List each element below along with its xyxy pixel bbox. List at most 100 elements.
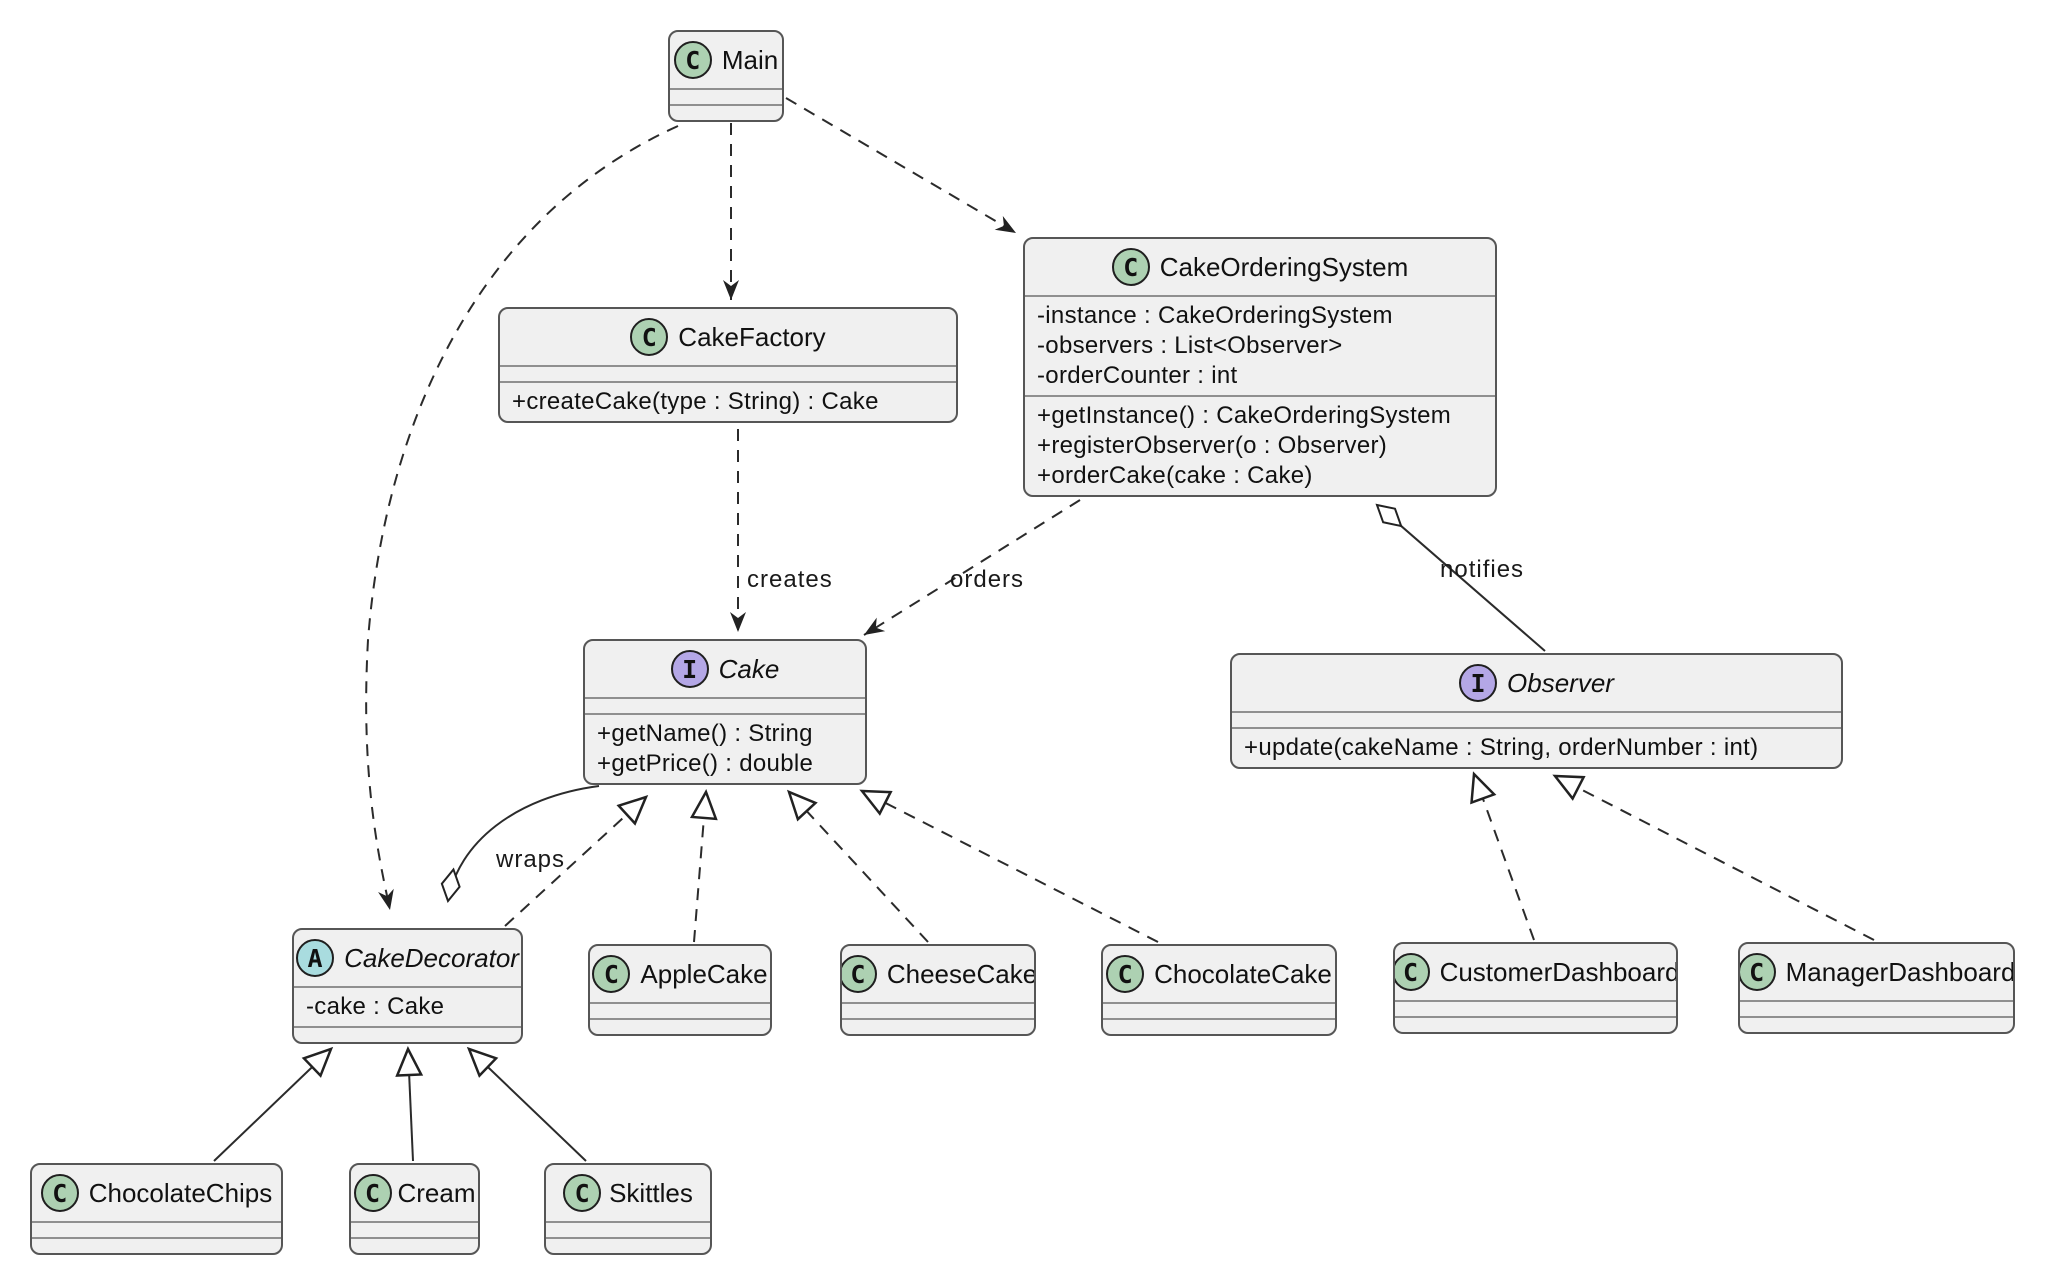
edge-chocolatecake-to-cake-realization: [859, 789, 1159, 943]
class-badge-icon: C: [40, 1174, 79, 1212]
class-name: CakeOrderingSystem: [1159, 251, 1409, 282]
class-cakeorderingsystem-methods: +getInstance() : CakeOrderingSystem +reg…: [1025, 395, 1495, 495]
interface-observer: I Observer +update(cakeName : String, or…: [1230, 653, 1843, 769]
class-name: ManagerDashboard: [1785, 956, 2015, 987]
class-applecake: C AppleCake: [588, 944, 772, 1036]
method: +getPrice() : double: [597, 750, 814, 777]
class-chocolatechips: C ChocolateChips: [30, 1163, 283, 1255]
edge-label-wraps: wraps: [496, 846, 566, 873]
edge-label-creates: creates: [747, 566, 833, 593]
class-chocolatechips-attributes: [32, 1221, 281, 1237]
edge-cakedecorator-cake-wraps-aggregation: [448, 785, 600, 901]
interface-cake-header: I Cake: [585, 641, 865, 697]
attribute: -cake : Cake: [306, 993, 445, 1020]
class-managerdashboard: C ManagerDashboard: [1738, 942, 2015, 1034]
abstract-cakedecorator-header: A CakeDecorator: [294, 930, 521, 986]
class-main: C Main: [668, 30, 784, 122]
class-cheesecake-attributes: [842, 1002, 1034, 1018]
class-applecake-methods: [590, 1018, 770, 1034]
class-applecake-attributes: [590, 1002, 770, 1018]
abstract-badge-icon: A: [296, 939, 335, 977]
class-customerdashboard-attributes: [1395, 1000, 1676, 1016]
class-name: Main: [721, 44, 779, 75]
class-name: CakeDecorator: [344, 942, 519, 973]
interface-cake: I Cake +getName() : String +getPrice() :…: [583, 639, 867, 785]
attribute: -instance : CakeOrderingSystem: [1037, 302, 1393, 329]
edge-cakeorderingsystem-observer-notifies-aggregation: [1377, 505, 1546, 652]
class-chocolatecake-header: C ChocolateCake: [1103, 946, 1335, 1002]
class-cakeorderingsystem: C CakeOrderingSystem -instance : CakeOrd…: [1023, 237, 1497, 497]
edge-applecake-to-cake-realization: [689, 789, 718, 943]
abstract-cakedecorator-methods: [294, 1026, 521, 1042]
class-badge-icon: C: [842, 955, 877, 993]
class-name: ChocolateCake: [1154, 958, 1332, 989]
edge-chocolatechips-to-cakedecorator-extension: [213, 1046, 334, 1162]
class-cheesecake: C CheeseCake: [840, 944, 1036, 1036]
edge-customerdashboard-to-observer-realization: [1470, 771, 1535, 941]
edge-main-to-cakedecorator-dependency: [365, 125, 679, 911]
method: +orderCake(cake : Cake): [1037, 462, 1313, 489]
class-skittles: C Skittles: [544, 1163, 712, 1255]
class-cakefactory-attributes: [500, 365, 956, 381]
interface-observer-header: I Observer: [1232, 655, 1841, 711]
class-badge-icon: C: [1395, 953, 1430, 991]
class-badge-icon: C: [563, 1174, 602, 1212]
edge-cakedecorator-to-cake-realization: [504, 794, 649, 927]
edge-label-notifies: notifies: [1440, 556, 1525, 583]
class-badge-icon: C: [630, 318, 669, 356]
class-cheesecake-header: C CheeseCake: [842, 946, 1034, 1002]
class-chocolatechips-methods: [32, 1237, 281, 1253]
class-skittles-attributes: [546, 1221, 710, 1237]
class-chocolatechips-header: C ChocolateChips: [32, 1165, 281, 1221]
class-managerdashboard-methods: [1740, 1016, 2013, 1032]
edge-managerdashboard-to-observer-realization: [1552, 774, 1875, 941]
class-cakefactory: C CakeFactory +createCake(type : String)…: [498, 307, 958, 423]
interface-badge-icon: I: [670, 650, 709, 688]
class-cream-attributes: [351, 1221, 478, 1237]
class-managerdashboard-header: C ManagerDashboard: [1740, 944, 2013, 1000]
class-customerdashboard: C CustomerDashboard: [1393, 942, 1678, 1034]
class-name: AppleCake: [640, 958, 768, 989]
edge-cream-to-cakedecorator-extension: [395, 1046, 424, 1162]
abstract-cakedecorator-attributes: -cake : Cake: [294, 986, 521, 1026]
class-badge-icon: C: [673, 41, 712, 79]
class-cheesecake-methods: [842, 1018, 1034, 1034]
class-badge-icon: C: [353, 1174, 392, 1212]
class-name: Cake: [718, 653, 780, 684]
class-customerdashboard-header: C CustomerDashboard: [1395, 944, 1676, 1000]
class-cream-methods: [351, 1237, 478, 1253]
class-badge-icon: C: [1740, 953, 1776, 991]
interface-cake-attributes: [585, 697, 865, 713]
interface-badge-icon: I: [1459, 664, 1498, 702]
class-cakeorderingsystem-header: C CakeOrderingSystem: [1025, 239, 1495, 295]
class-applecake-header: C AppleCake: [590, 946, 770, 1002]
interface-observer-attributes: [1232, 711, 1841, 727]
edge-cakeorderingsystem-to-cake-orders: [863, 499, 1081, 636]
class-name: Cream: [397, 1177, 476, 1208]
interface-cake-methods: +getName() : String +getPrice() : double: [585, 713, 865, 783]
class-main-header: C Main: [670, 32, 782, 88]
class-chocolatecake-attributes: [1103, 1002, 1335, 1018]
class-chocolatecake: C ChocolateCake: [1101, 944, 1337, 1036]
class-cakeorderingsystem-attributes: -instance : CakeOrderingSystem -observer…: [1025, 295, 1495, 395]
class-cakefactory-methods: +createCake(type : String) : Cake: [500, 381, 956, 421]
class-badge-icon: C: [1106, 955, 1145, 993]
method: +createCake(type : String) : Cake: [512, 388, 879, 415]
class-skittles-methods: [546, 1237, 710, 1253]
class-name: CakeFactory: [678, 321, 826, 352]
method: +registerObserver(o : Observer): [1037, 432, 1388, 459]
method: +getInstance() : CakeOrderingSystem: [1037, 402, 1452, 429]
class-name: Skittles: [609, 1177, 693, 1208]
class-name: ChocolateChips: [88, 1177, 273, 1208]
abstract-cakedecorator: A CakeDecorator -cake : Cake: [292, 928, 523, 1044]
class-chocolatecake-methods: [1103, 1018, 1335, 1034]
method: +getName() : String: [597, 720, 813, 747]
class-customerdashboard-methods: [1395, 1016, 1676, 1032]
class-cream-header: C Cream: [351, 1165, 478, 1221]
interface-observer-methods: +update(cakeName : String, orderNumber :…: [1232, 727, 1841, 767]
class-main-methods: [670, 104, 782, 120]
class-badge-icon: C: [1111, 248, 1150, 286]
class-cream: C Cream: [349, 1163, 480, 1255]
